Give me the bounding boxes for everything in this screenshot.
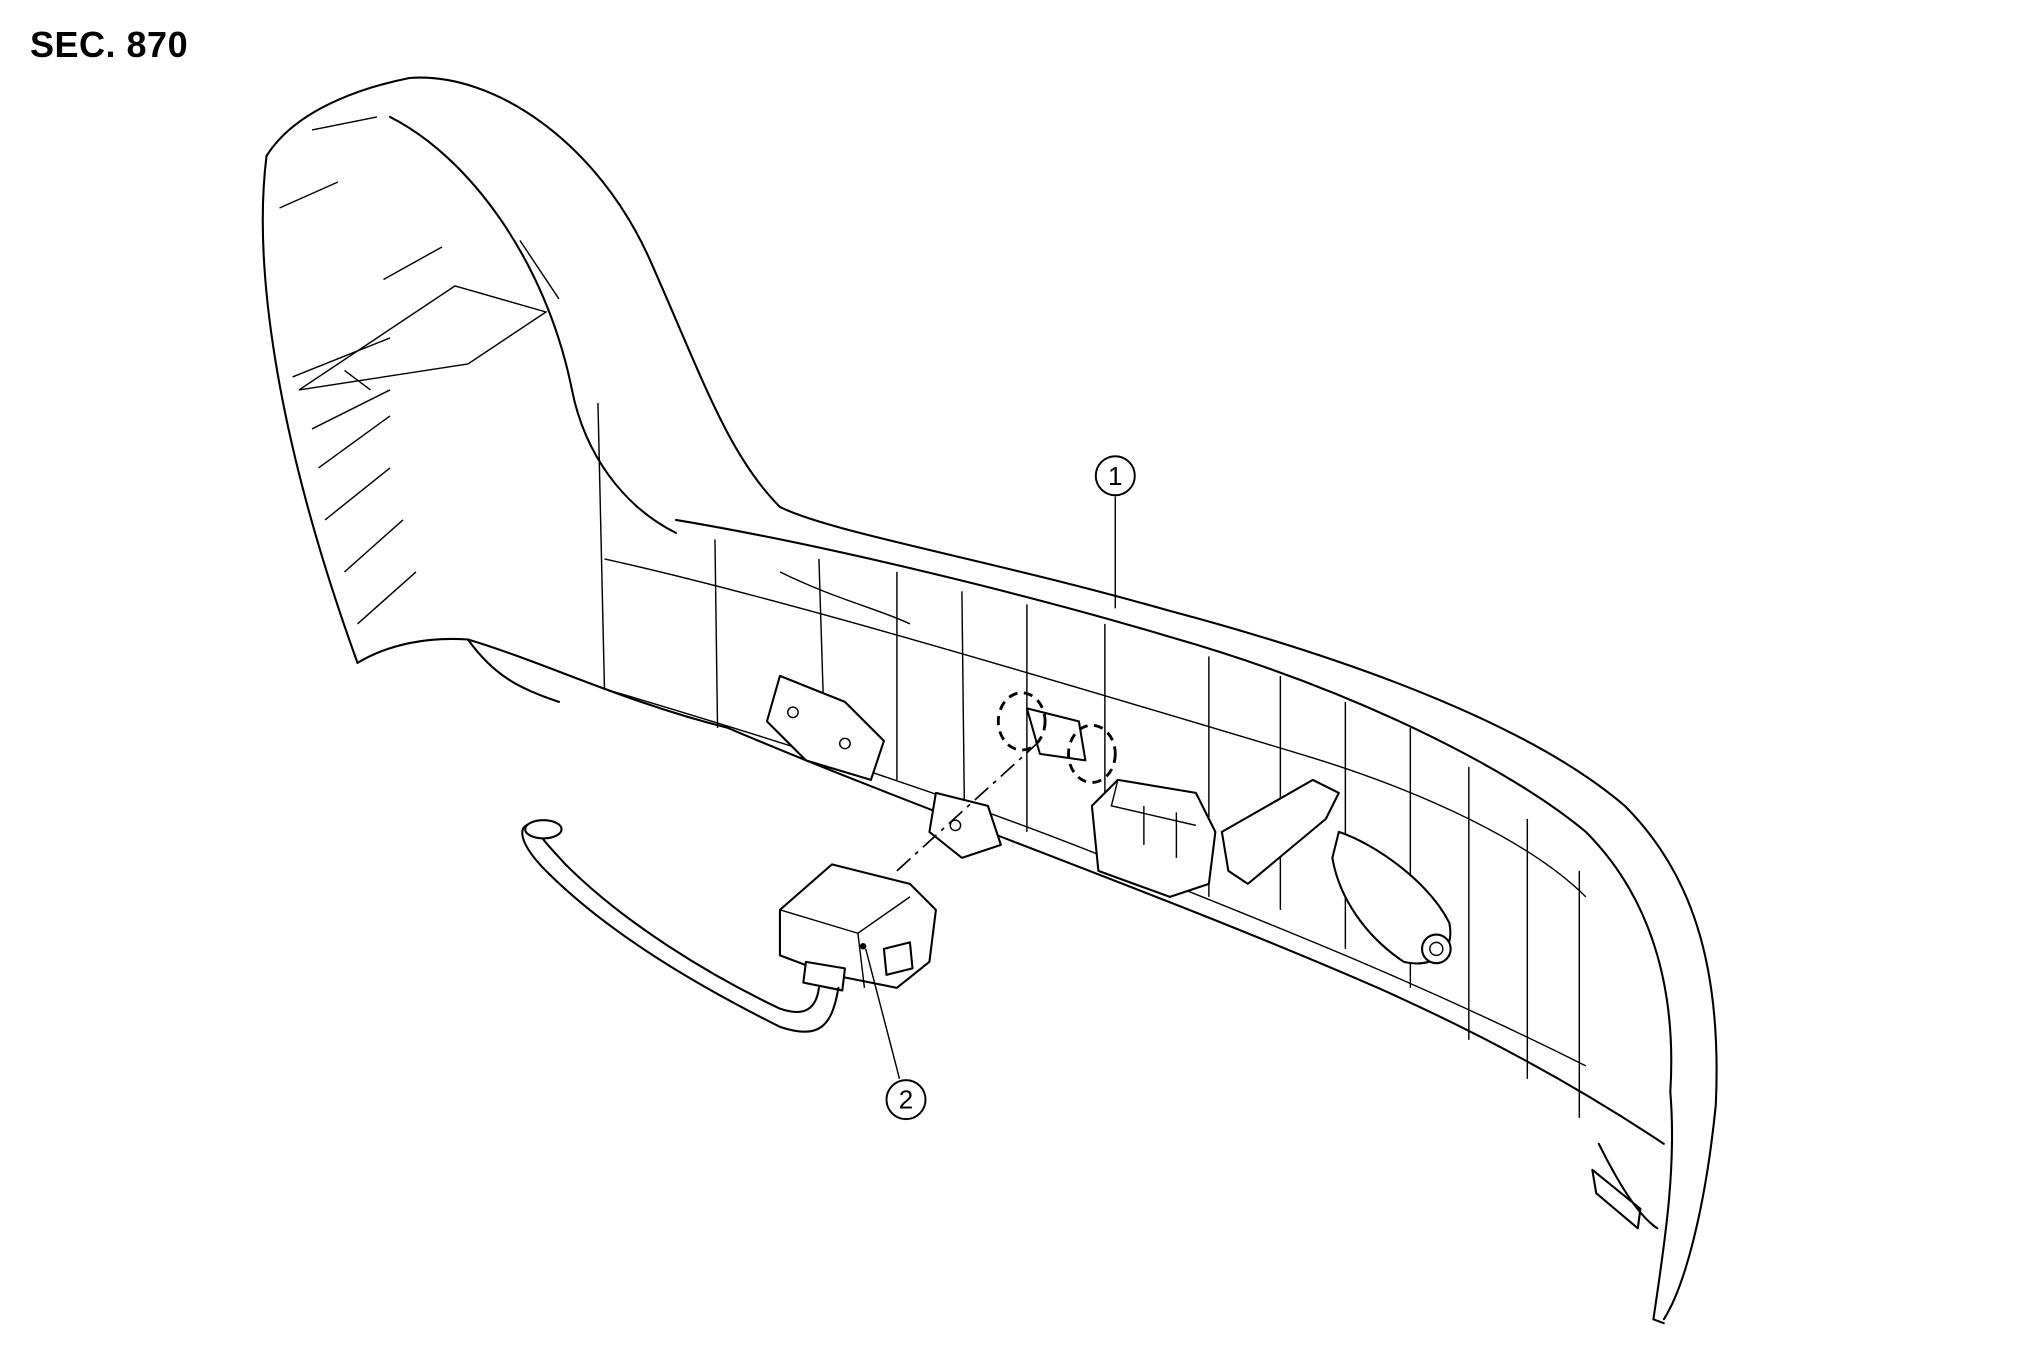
- console-trim-panel: [261, 76, 1718, 1325]
- install-direction-line: [896, 740, 1041, 872]
- section-label: SEC. 870: [30, 24, 189, 65]
- callout-1: 1: [1094, 455, 1136, 609]
- callout-1-number: 1: [1108, 461, 1122, 491]
- callout-2: 2: [865, 948, 927, 1121]
- callout-2-number: 2: [899, 1085, 913, 1115]
- switch-assembly: [521, 819, 937, 1033]
